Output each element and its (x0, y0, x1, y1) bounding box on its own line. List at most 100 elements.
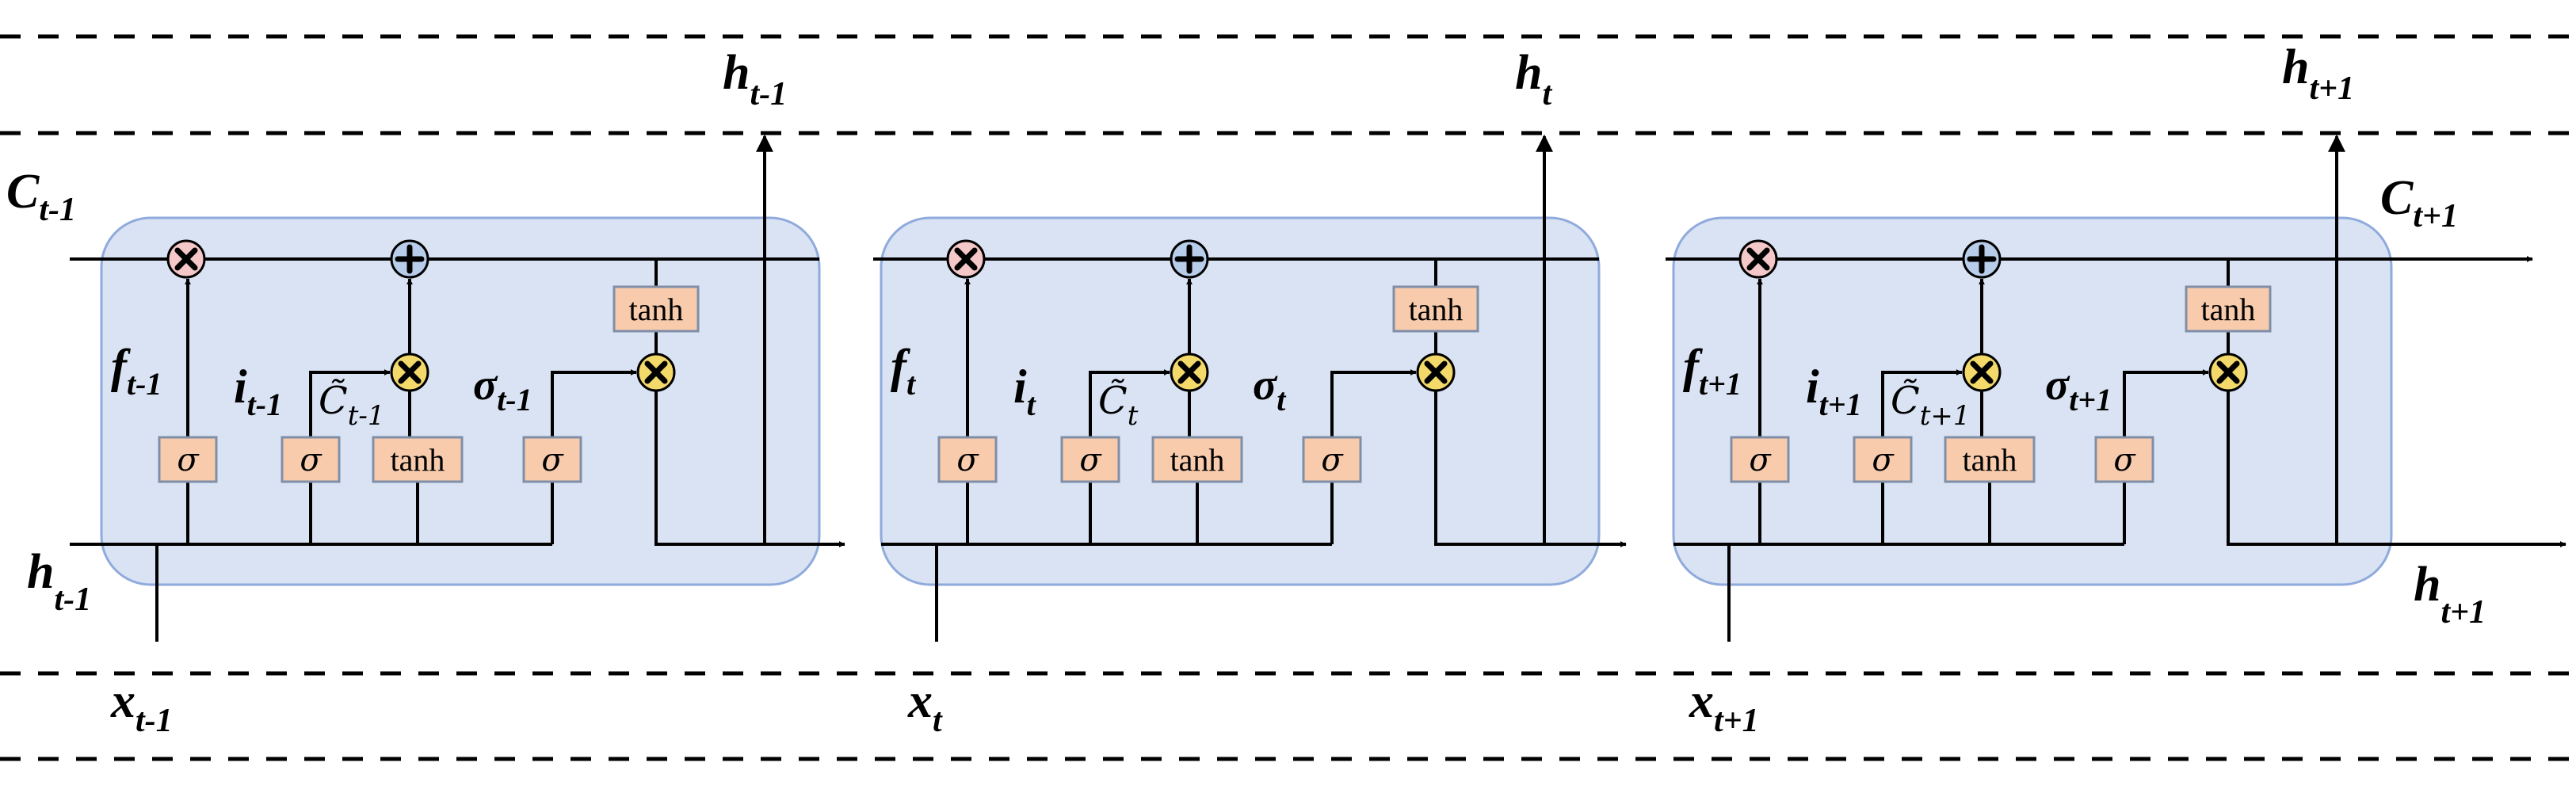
input-gate-label-sub: t (1027, 387, 1037, 422)
output-sigma-gate: σ (2094, 436, 2154, 483)
cell-background (1672, 216, 2393, 586)
input-gate-label-main: i (234, 360, 247, 413)
candidate-label: C̃t (1098, 377, 1139, 432)
cell-state-out-label: Ct+1 (2380, 171, 2458, 234)
cell-state-tanh-label: tanh (2201, 292, 2256, 327)
output-gate-label: σt (1253, 360, 1287, 417)
forget-multiply-node (1738, 239, 1778, 279)
cell-background (100, 216, 821, 586)
forget-gate-label-sub: t+1 (1699, 366, 1742, 402)
input-label-3-main: x (1689, 674, 1714, 728)
candidate-label-main: C̃ (1098, 377, 1128, 423)
candidate-tanh-gate: tanh (1944, 436, 2036, 483)
forget-gate-label: ft-1 (111, 340, 162, 402)
input-gate-label-main: i (1013, 360, 1027, 413)
input-gate-label-sub: t+1 (1819, 387, 1862, 422)
cell-wires (1666, 134, 2391, 642)
cell-state-tanh: tanh (613, 285, 700, 333)
cell-connectors (765, 256, 2566, 547)
output-multiply-node (2208, 353, 2248, 392)
output-label-1-main: h (723, 46, 750, 100)
input-label-2-main: x (907, 674, 933, 728)
forget-sigma-gate-label: σ (177, 442, 200, 478)
output-gate-label-sub: t+1 (2069, 382, 2112, 417)
input-multiply-node (1170, 353, 1209, 392)
output-sigma-gate: σ (1302, 436, 1362, 483)
cell-state-tanh-label: tanh (629, 292, 684, 327)
forget-sigma-gate: σ (1730, 436, 1790, 483)
candidate-tanh-gate-label: tanh (391, 442, 445, 478)
output-gate-label-main: σ (473, 360, 498, 410)
cell-wires (873, 134, 1599, 642)
input-multiply-node (390, 353, 429, 392)
output-multiply-node (636, 353, 676, 392)
input-label-2-sub: t (933, 703, 943, 739)
input-label-3: xt+1 (1689, 674, 1759, 739)
forget-sigma-gate-label: σ (956, 442, 979, 478)
input-gate-label: it+1 (1806, 360, 1862, 422)
input-sigma-gate: σ (280, 436, 341, 483)
output-sigma-gate-label: σ (541, 442, 564, 478)
output-label-1: ht-1 (723, 46, 787, 112)
input-sigma-gate: σ (1060, 436, 1120, 483)
forget-gate-label-sub: t-1 (127, 366, 162, 402)
candidate-label-sub: t (1128, 400, 1139, 432)
output-label-2: ht (1515, 46, 1552, 112)
forget-sigma-gate: σ (158, 436, 218, 483)
hidden-out-label: ht+1 (2414, 558, 2486, 631)
output-sigma-gate: σ (522, 436, 582, 483)
candidate-tanh-gate: tanh (372, 436, 464, 483)
cell-add-node (390, 239, 429, 279)
output-label-3: ht+1 (2282, 40, 2354, 107)
input-sigma-gate-label: σ (1872, 442, 1895, 478)
input-multiply-node (1962, 353, 2002, 392)
input-label-2: xt (907, 674, 943, 739)
output-gate-label-sub: t-1 (497, 382, 532, 417)
output-sigma-gate-label: σ (2113, 442, 2136, 478)
output-label-3-sub: t+1 (2309, 71, 2354, 107)
output-label-2-sub: t (1542, 76, 1552, 112)
input-sigma-gate-label: σ (300, 442, 322, 478)
cell-wires (70, 134, 819, 642)
forget-gate-label: ft (891, 340, 917, 402)
forget-multiply-node (946, 239, 986, 279)
candidate-label: C̃t+1 (1891, 377, 1971, 432)
candidate-label-sub: t-1 (348, 400, 385, 432)
input-gate-label-sub: t-1 (247, 387, 282, 422)
candidate-tanh-gate-label: tanh (1963, 442, 2017, 478)
hidden-in-label: ht-1 (27, 545, 91, 618)
cell-add-node (1962, 239, 2002, 279)
output-multiply-node (1416, 353, 1456, 392)
output-gate-label: σt-1 (473, 360, 532, 417)
cell-state-tanh: tanh (1392, 285, 1479, 333)
candidate-tanh-gate: tanh (1151, 436, 1243, 483)
cell-state-tanh: tanh (2185, 285, 2272, 333)
forget-gate-label-sub: t (906, 366, 917, 402)
hidden-out-label-main: h (2414, 558, 2441, 612)
hidden-in-label-main: h (27, 545, 54, 599)
hidden-in-label-sub: t-1 (54, 581, 91, 618)
cell-add-node (1170, 239, 1209, 279)
output-gate-label-main: σ (2045, 360, 2070, 410)
candidate-label-main: C̃ (319, 377, 348, 423)
cell-background (880, 216, 1601, 586)
output-gate-label: σt+1 (2045, 360, 2112, 417)
input-label-1: xt-1 (110, 674, 173, 739)
output-gate-label-main: σ (1253, 360, 1278, 410)
input-label-1-sub: t-1 (135, 703, 173, 739)
candidate-label-sub: t+1 (1920, 400, 1971, 432)
hidden-out-label-sub: t+1 (2441, 594, 2486, 631)
input-gate-label: it (1013, 360, 1037, 422)
cell-state-in-label-sub: t-1 (39, 192, 76, 228)
cell-state-out-label-main: C (2380, 171, 2414, 225)
cell-state-in-label-main: C (6, 165, 40, 219)
input-gate-label-main: i (1806, 360, 1819, 413)
output-gate-label-sub: t (1277, 382, 1287, 417)
cell-state-out-label-sub: t+1 (2413, 198, 2458, 234)
